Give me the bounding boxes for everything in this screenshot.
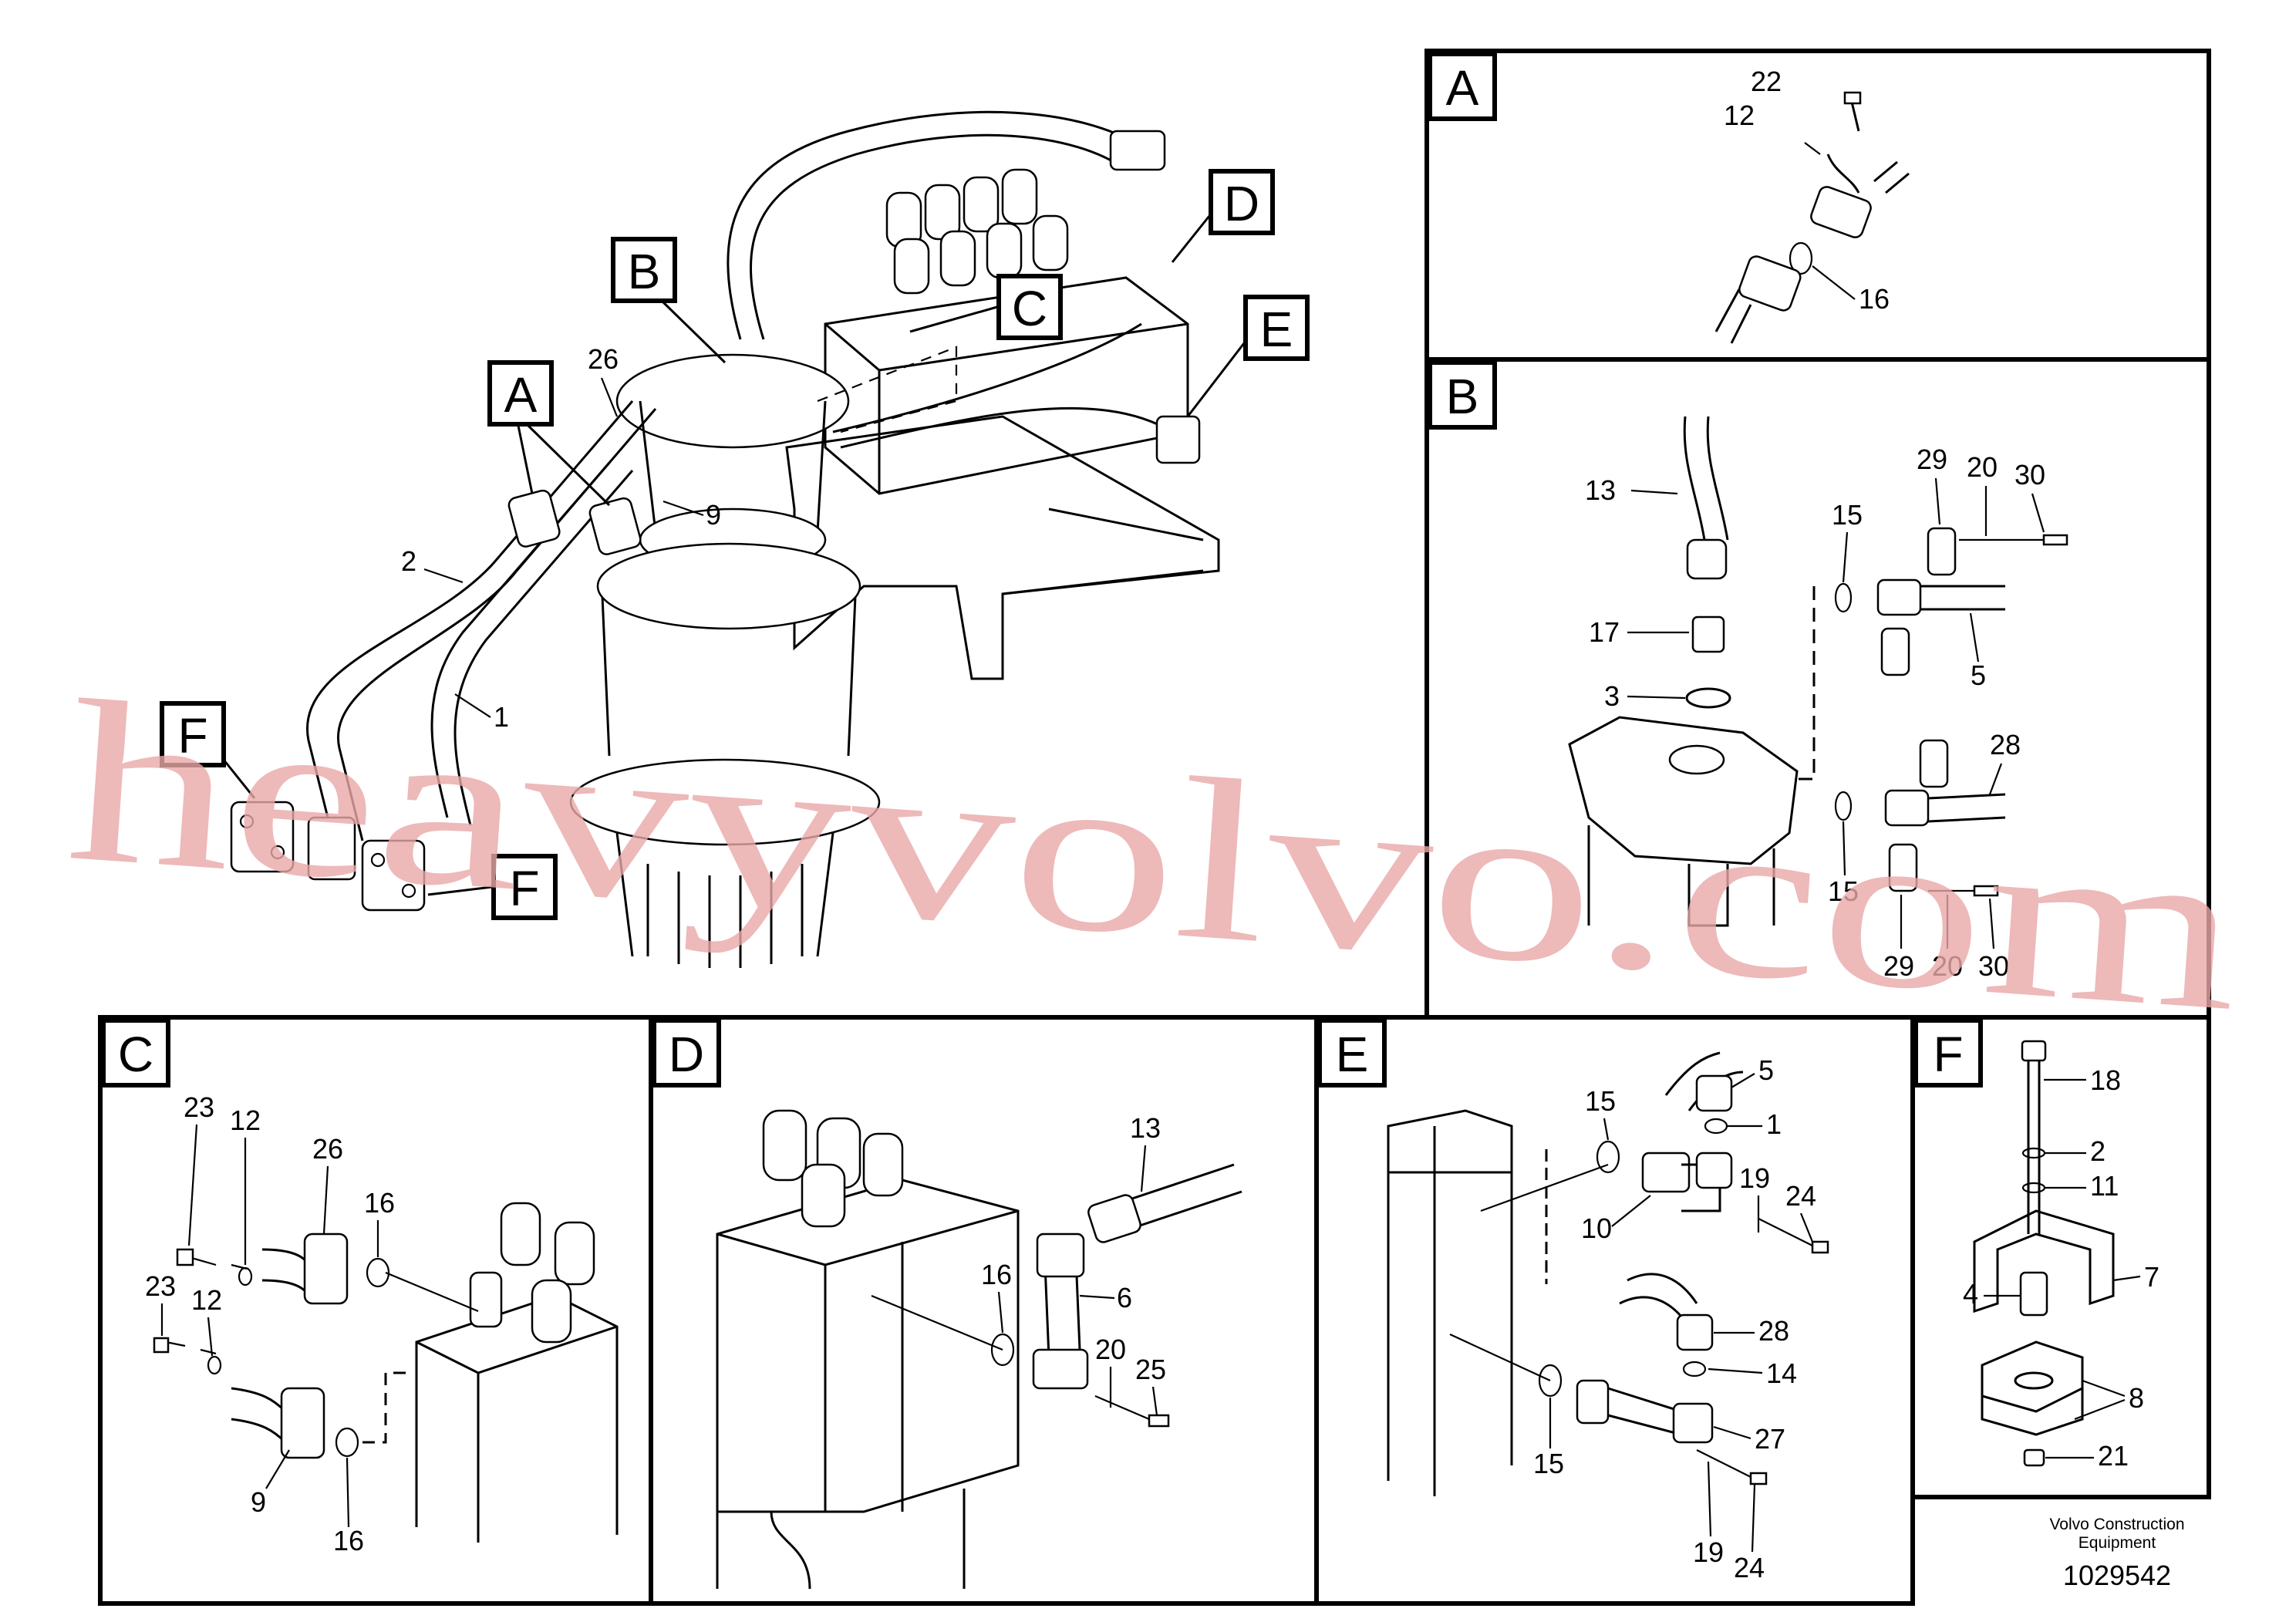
- svg-text:B: B: [1446, 369, 1479, 424]
- label-23-bottom: 23: [145, 1270, 176, 1302]
- panel-tab-e: E: [1317, 1018, 1387, 1088]
- label-16: 16: [1859, 283, 1890, 315]
- callout-e: E: [1186, 295, 1310, 417]
- label-20: 20: [1095, 1334, 1126, 1365]
- label-9: 9: [251, 1486, 266, 1518]
- label-1: 1: [1766, 1108, 1782, 1140]
- svg-text:A: A: [504, 367, 538, 423]
- callout-f-1: F: [160, 701, 256, 799]
- label-13: 13: [1130, 1112, 1161, 1144]
- label-29-top: 29: [1917, 443, 1947, 475]
- main-assembly: [230, 110, 1220, 968]
- panel-f-content: 18 2 11 7 4 8 21: [1963, 1040, 2159, 1472]
- label-2: 2: [2090, 1135, 2106, 1167]
- label-15-bottom: 15: [1533, 1448, 1564, 1479]
- label-19-bottom: 19: [1693, 1536, 1724, 1568]
- label-6: 6: [1117, 1282, 1132, 1313]
- watermark: heavyvolvo.com: [61, 652, 2248, 1060]
- document-number: 1029542: [2063, 1560, 2171, 1591]
- callout-d: D: [1171, 169, 1275, 263]
- label-17: 17: [1589, 616, 1620, 648]
- svg-text:A: A: [1446, 60, 1479, 116]
- callout-f-2: F: [427, 854, 558, 920]
- label-24-bottom: 24: [1734, 1552, 1765, 1583]
- label-23-top: 23: [184, 1091, 214, 1123]
- callout-c: C: [909, 274, 1063, 340]
- label-15-top: 15: [1585, 1085, 1616, 1117]
- callout-a: A: [487, 360, 611, 507]
- label-20-bottom: 20: [1932, 950, 1963, 982]
- label-14: 14: [1766, 1357, 1797, 1389]
- company-name-line1: Volvo Construction: [2049, 1516, 2184, 1533]
- label-16: 16: [981, 1259, 1012, 1290]
- company-name-line2: Equipment: [2079, 1534, 2156, 1552]
- label-12-top: 12: [230, 1104, 261, 1136]
- label-16-top: 16: [364, 1187, 395, 1219]
- label-5: 5: [1758, 1054, 1774, 1086]
- label-22: 22: [1751, 66, 1782, 97]
- label-12-bottom: 12: [191, 1284, 222, 1316]
- label-13: 13: [1585, 474, 1616, 506]
- panel-tab-b: B: [1428, 360, 1497, 430]
- label-16-bottom: 16: [333, 1525, 364, 1556]
- swing-motor: [569, 353, 881, 968]
- panel-e-content: 15 5 1 10 19 24 28 14 27 15 19 24: [1387, 1051, 1829, 1583]
- label-26: 26: [588, 343, 619, 375]
- label-9: 9: [706, 499, 721, 531]
- svg-text:D: D: [1224, 176, 1259, 231]
- svg-text:E: E: [1260, 302, 1293, 357]
- label-29-bottom: 29: [1883, 950, 1914, 982]
- label-7: 7: [2144, 1261, 2159, 1293]
- svg-text:F: F: [509, 861, 539, 916]
- svg-text:C: C: [1012, 281, 1047, 336]
- svg-text:F: F: [177, 708, 207, 764]
- label-24-top: 24: [1785, 1180, 1816, 1212]
- panel-tab-a: A: [1428, 52, 1497, 121]
- label-15-bottom: 15: [1828, 875, 1859, 907]
- label-19-top: 19: [1739, 1162, 1770, 1194]
- label-30-bottom: 30: [1978, 950, 2009, 982]
- panel-c-content: 23 12 26 16 23 12 9 16: [145, 1091, 619, 1556]
- label-11: 11: [2090, 1170, 2119, 1202]
- panel-d-content: 13 16 6 20 25: [716, 1109, 1242, 1590]
- panel-frames: [98, 49, 2211, 1606]
- label-5: 5: [1971, 659, 1986, 691]
- label-20-top: 20: [1967, 451, 1998, 483]
- callout-b: B: [611, 237, 727, 364]
- panel-tab-f: F: [1913, 1018, 1983, 1088]
- label-27: 27: [1755, 1423, 1785, 1455]
- panel-b-content: 13 15 17 3 29 20 30 5 28 15 29 20 30: [1568, 416, 2068, 982]
- label-12: 12: [1724, 99, 1755, 131]
- svg-text:E: E: [1336, 1027, 1369, 1082]
- footer: Volvo Construction Equipment 1029542: [2049, 1516, 2184, 1591]
- panel-a-content: 22 12 16: [1714, 66, 1910, 344]
- label-15: 15: [1832, 499, 1863, 531]
- svg-text:B: B: [628, 244, 661, 299]
- label-26: 26: [312, 1133, 343, 1165]
- panel-tab-c: C: [101, 1018, 170, 1088]
- label-8: 8: [2129, 1382, 2144, 1414]
- label-21: 21: [2098, 1440, 2129, 1472]
- label-18: 18: [2090, 1064, 2121, 1096]
- main-callouts: A B C D E F F: [160, 169, 1310, 920]
- label-10: 10: [1581, 1212, 1612, 1244]
- label-4: 4: [1963, 1278, 1978, 1310]
- svg-text:D: D: [669, 1027, 704, 1082]
- label-2: 2: [401, 545, 416, 577]
- label-28: 28: [1990, 729, 2021, 760]
- svg-text:C: C: [118, 1027, 153, 1082]
- label-30-top: 30: [2014, 459, 2045, 491]
- valve-solenoids: [885, 168, 1069, 295]
- label-3: 3: [1604, 680, 1620, 712]
- label-28: 28: [1758, 1315, 1789, 1347]
- panel-tab-d: D: [652, 1018, 721, 1088]
- label-1: 1: [494, 701, 509, 733]
- label-25: 25: [1135, 1354, 1166, 1385]
- svg-text:F: F: [1933, 1027, 1963, 1082]
